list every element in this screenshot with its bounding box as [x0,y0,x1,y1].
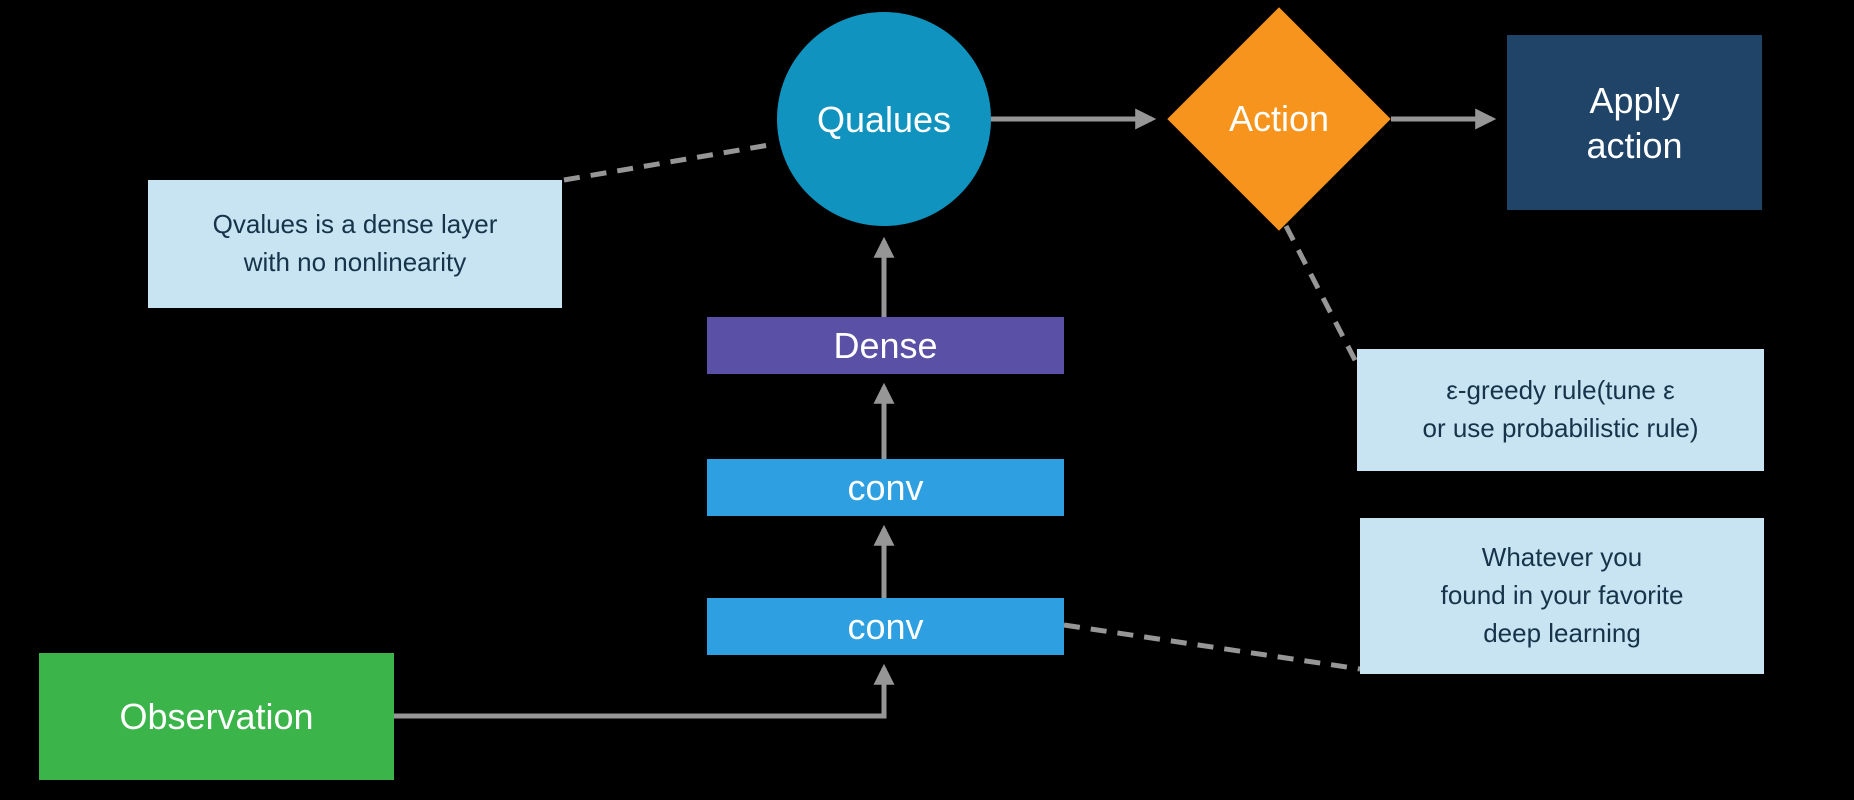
qualues-label: Qualues [816,98,952,140]
deep-learning-note: Whatever you found in your favorite deep… [1360,518,1764,674]
dense-node: Dense [707,317,1064,374]
arrow-observation-to-conv [394,663,895,719]
conv-upper-node: conv [707,459,1064,516]
conv-lower-label: conv [847,606,924,647]
qvalues-note: Qvalues is a dense layer with no nonline… [148,180,562,308]
egreedy-note-text: ε-greedy rule(tune ε or use probabilisti… [1422,375,1699,443]
observation-node: Observation [39,653,394,780]
action-node: Action [1167,7,1391,231]
dense-label: Dense [833,325,938,366]
apply-action-node: Apply action [1507,35,1762,210]
conv-upper-label: conv [847,467,924,508]
dashed-link-qvalues-note [563,141,776,183]
qvalues-note-text: Qvalues is a dense layer with no nonline… [212,209,498,277]
egreedy-note: ε-greedy rule(tune ε or use probabilisti… [1357,349,1764,471]
observation-label: Observation [119,696,314,737]
deep-learning-note-text: Whatever you found in your favorite deep… [1440,542,1684,648]
action-label: Action [1228,98,1330,139]
dashed-link-egreedy-note [1283,224,1360,366]
qualues-node: Qualues [777,12,991,226]
conv-lower-node: conv [707,598,1064,655]
apply-action-label: Apply action [1586,79,1683,166]
dashed-link-deep-learning-note [1063,622,1361,672]
